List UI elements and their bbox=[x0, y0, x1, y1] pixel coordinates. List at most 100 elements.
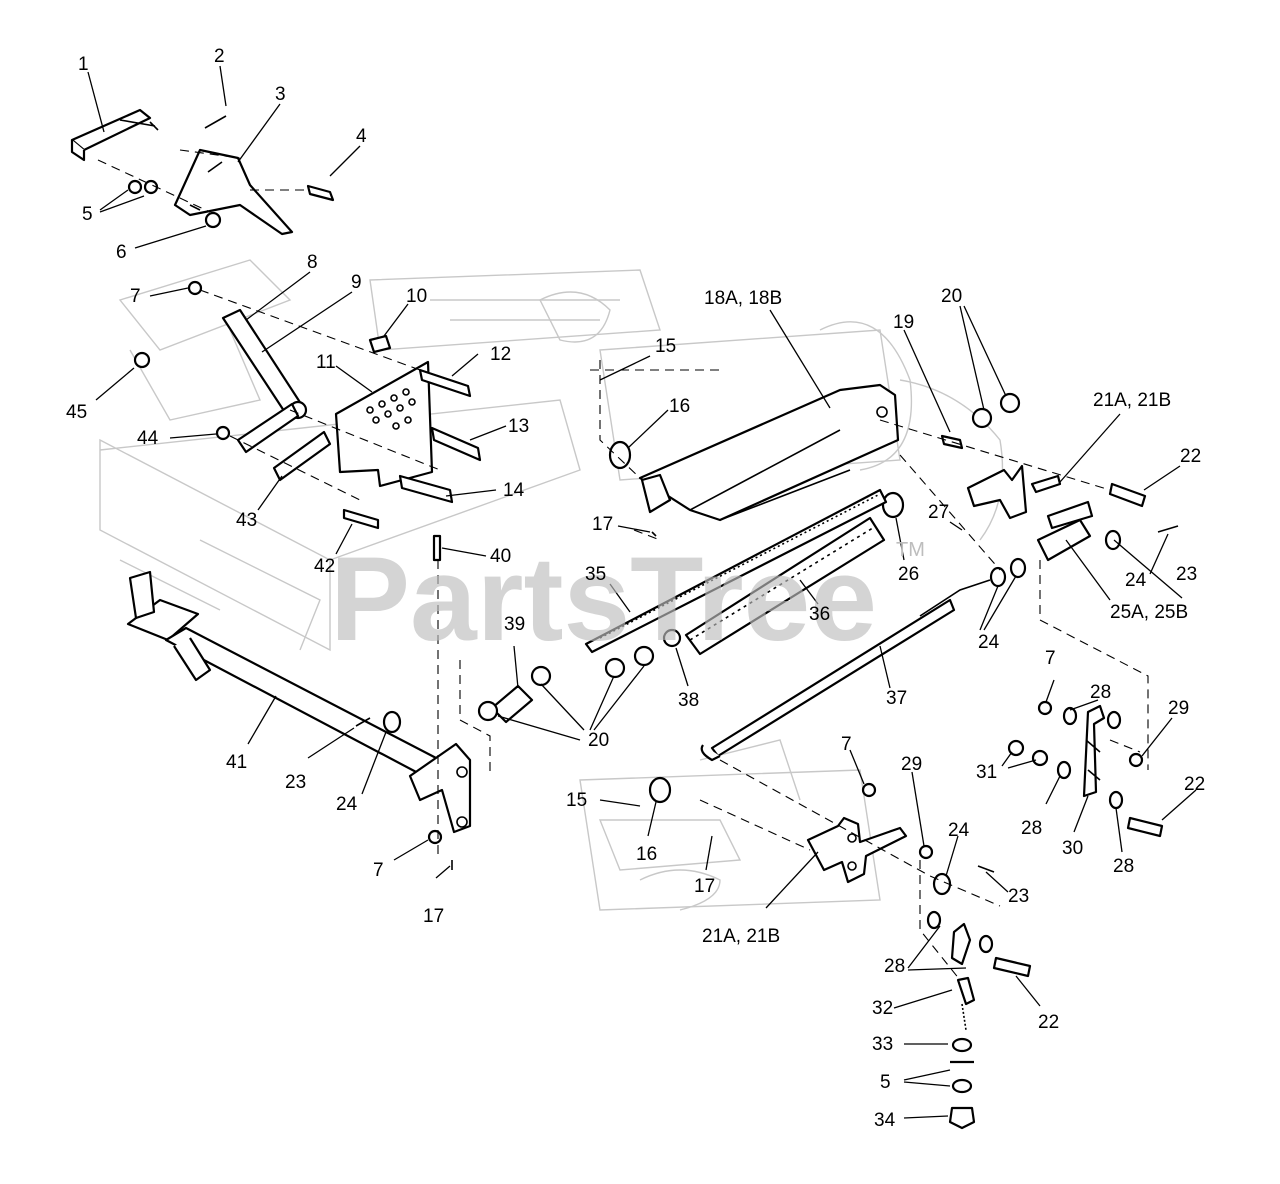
callout-label: 37 bbox=[886, 688, 907, 709]
part-22-bolt bbox=[1126, 816, 1164, 838]
callout-label: 15 bbox=[566, 790, 587, 811]
part-17-pin bbox=[651, 531, 657, 537]
callout-label: 7 bbox=[130, 286, 141, 307]
callout-label: 30 bbox=[1062, 838, 1083, 859]
part-12-bolt bbox=[418, 368, 472, 398]
part-5-washer bbox=[127, 179, 143, 195]
callout-label: 5 bbox=[82, 204, 93, 225]
part-31-nut bbox=[1031, 749, 1049, 767]
part-21-lever-lower bbox=[806, 816, 908, 884]
part-28-washer bbox=[978, 934, 994, 954]
callout-label: 33 bbox=[872, 1034, 893, 1055]
part-20-nut bbox=[530, 665, 552, 687]
assembly-dashed-lines bbox=[97, 149, 1149, 981]
part-1-bracket bbox=[70, 108, 159, 162]
part-40-pin bbox=[432, 534, 442, 562]
part-30-link bbox=[1082, 704, 1106, 798]
callout-label: 35 bbox=[585, 564, 606, 585]
watermark: PartsTree TM bbox=[330, 532, 925, 666]
part-7-nut bbox=[861, 782, 877, 798]
callout-label: 1 bbox=[78, 54, 89, 75]
part-29-nut bbox=[918, 844, 934, 860]
callout-label: 7 bbox=[841, 734, 852, 755]
callout-label: 22 bbox=[1038, 1012, 1059, 1033]
part-16-washer bbox=[608, 440, 632, 470]
callout-label: 11 bbox=[316, 352, 336, 373]
callout-label: 42 bbox=[314, 556, 335, 577]
callout-leader-lines bbox=[87, 65, 1197, 1119]
callout-label: 24 bbox=[948, 820, 970, 841]
callout-label: 28 bbox=[1090, 682, 1111, 703]
part-7-nut bbox=[187, 280, 203, 296]
part-23-cotter-pin bbox=[977, 865, 995, 873]
part-45-nut bbox=[133, 351, 151, 369]
part-16-washer bbox=[648, 776, 672, 804]
callout-label: 14 bbox=[503, 480, 525, 501]
part-43-link-brackets bbox=[236, 402, 332, 482]
callout-label: 22 bbox=[1184, 774, 1205, 795]
part-33-washer bbox=[951, 1037, 973, 1053]
part-36-spring bbox=[684, 516, 886, 656]
callout-label: 29 bbox=[1168, 698, 1189, 719]
part-37-rod bbox=[700, 579, 991, 762]
background-frame-ghost bbox=[99, 259, 1004, 911]
callout-label: 15 bbox=[655, 336, 676, 357]
callout-label: 3 bbox=[275, 84, 286, 105]
callout-label: 40 bbox=[490, 546, 511, 567]
callout-label: 24 bbox=[978, 632, 1000, 653]
part-28-washer bbox=[1056, 760, 1072, 780]
part-7-nut bbox=[1037, 700, 1053, 716]
callout-label: 43 bbox=[236, 510, 257, 531]
callout-label: 24 bbox=[1125, 570, 1147, 591]
callout-label: 25A, 25B bbox=[1110, 602, 1188, 623]
part-20-nut bbox=[604, 657, 626, 679]
watermark-tm: TM bbox=[896, 539, 925, 561]
callout-label: 45 bbox=[66, 402, 87, 423]
callout-label: 17 bbox=[694, 876, 715, 897]
callout-label: 31 bbox=[976, 762, 997, 783]
callout-label: 6 bbox=[116, 242, 127, 263]
part-14-bolt bbox=[398, 474, 454, 504]
callout-label: 23 bbox=[1176, 564, 1197, 585]
part-32-eyebolt bbox=[950, 922, 976, 1031]
part-23-cotter-pin bbox=[355, 717, 371, 727]
callout-label: 16 bbox=[669, 396, 690, 417]
callout-labels: 1 2 3 4 5 6 7 8 9 10 11 12 13 14 15 16 1… bbox=[66, 46, 1205, 1131]
callout-label: 20 bbox=[588, 730, 609, 751]
watermark-text: PartsTree bbox=[330, 532, 877, 666]
callout-label: 26 bbox=[898, 564, 919, 585]
part-20-nut bbox=[999, 392, 1021, 414]
callout-label: 28 bbox=[884, 956, 905, 977]
part-24-washer bbox=[989, 566, 1007, 588]
part-22-bolt bbox=[992, 956, 1032, 978]
callout-label: 27 bbox=[928, 502, 949, 523]
callout-label: 19 bbox=[893, 312, 914, 333]
part-28-washer bbox=[1062, 706, 1078, 726]
callout-label: 5 bbox=[880, 1072, 891, 1093]
part-28-washer bbox=[1108, 790, 1124, 810]
part-39-trunnion bbox=[477, 684, 534, 724]
callout-label: 9 bbox=[351, 272, 362, 293]
callout-label: 13 bbox=[508, 416, 529, 437]
part-44-nut bbox=[215, 425, 231, 441]
callout-label: 28 bbox=[1113, 856, 1134, 877]
callout-label: 22 bbox=[1180, 446, 1201, 467]
part-24-washer bbox=[1104, 529, 1122, 551]
callout-label: 32 bbox=[872, 998, 893, 1019]
part-10-spacer bbox=[368, 334, 392, 354]
callout-label: 38 bbox=[678, 690, 699, 711]
callout-label: 24 bbox=[336, 794, 358, 815]
callout-label: 39 bbox=[504, 614, 525, 635]
part-24-washer bbox=[1009, 557, 1027, 579]
callout-label: 2 bbox=[214, 46, 225, 67]
part-20-nut bbox=[633, 645, 655, 667]
callout-label: 29 bbox=[901, 754, 922, 775]
part-34-nut bbox=[948, 1106, 976, 1130]
part-6-nut bbox=[204, 211, 222, 229]
callout-label: 18A, 18B bbox=[704, 288, 782, 309]
callout-label: 21A, 21B bbox=[1093, 390, 1171, 411]
part-2-pin bbox=[204, 115, 227, 129]
callout-label: 4 bbox=[356, 126, 367, 147]
callout-label: 21A, 21B bbox=[702, 926, 780, 947]
